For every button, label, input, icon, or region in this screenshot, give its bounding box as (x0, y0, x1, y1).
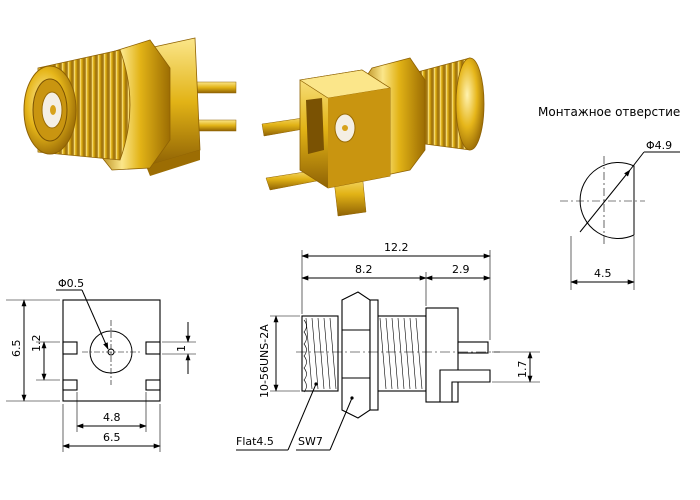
hex-nut-outline (341, 291, 371, 419)
front-view-drawing: Φ0.5 6.5 1.2 1 4.8 6.5 (6, 277, 196, 452)
side-total-length-label: 12.2 (384, 241, 409, 254)
hole-diameter-label: Φ4.9 (646, 139, 672, 152)
mounting-hole-drawing: Монтажное отверстие Φ4.9 4.5 (538, 105, 680, 290)
front-slot-width-label: 1 (175, 345, 188, 352)
hole-flat-label: 4.5 (594, 267, 612, 280)
front-body-outline (62, 299, 161, 402)
side-pin-height-label: 1.7 (516, 361, 529, 379)
front-inner-width-label: 4.8 (103, 411, 121, 424)
side-thread-label: 10-56UNS-2A (258, 324, 271, 398)
connector-photo-front (23, 37, 237, 176)
front-pin-label: Φ0.5 (58, 277, 84, 290)
front-outer-width-label: 6.5 (103, 431, 121, 444)
connector-photo-rear (261, 57, 485, 217)
side-view-drawing: 12.2 8.2 2.9 10-56UNS-2A 1.7 Flat4.5 SW7 (236, 241, 540, 451)
side-thread-length-label: 8.2 (355, 263, 373, 276)
side-body-length-label: 2.9 (452, 263, 470, 276)
thread-hatching (303, 317, 423, 393)
mounting-hole-title: Монтажное отверстие (538, 105, 680, 119)
front-height-label: 6.5 (10, 340, 23, 358)
side-flat-label: Flat4.5 (236, 435, 274, 448)
front-slot-offset-label: 1.2 (30, 335, 43, 353)
d-hole-outline (579, 162, 635, 239)
side-hex-label: SW7 (298, 435, 323, 448)
